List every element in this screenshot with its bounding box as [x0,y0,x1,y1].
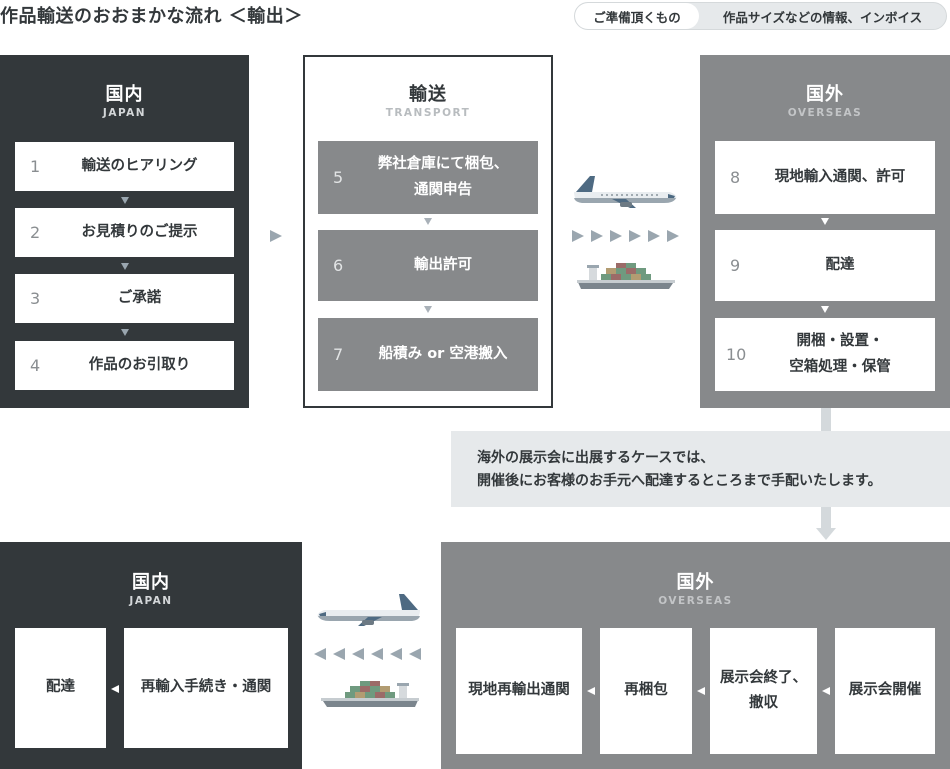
step-reexport-customs: 現地再輸出通関 [456,628,582,754]
right-arrow-icon [572,230,584,242]
transport-panel: 輸送 TRANSPORT 5 弊社倉庫にて梱包、通関申告 6 輸出許可 7 船積… [303,55,553,408]
cargo-ship-icon [317,680,421,710]
step-number: 1 [30,153,40,181]
step-reimport: 再輸入手続き・通関 [124,628,288,748]
right-arrow-icon [648,230,660,242]
panel-subheading: OVERSEAS [700,107,950,119]
step-exhibition-open: 展示会開催 [835,628,935,754]
legend: ご準備頂くもの 作品サイズなどの情報、インボイス [574,2,947,30]
step-8: 8 現地輸入通関、許可 [715,141,935,214]
down-arrow-icon [821,306,829,313]
step-label: 開梱・設置・空箱処理・保管 [755,329,925,380]
step-label: 現地輸入通関、許可 [755,165,925,190]
left-arrow-icon [371,648,383,660]
right-arrow-icon [270,230,282,242]
step-label: 展示会終了、撤収 [720,666,807,717]
step-label: 船積み or 空港搬入 [358,342,528,367]
top-overseas-panel: 国外 OVERSEAS 8 現地輸入通関、許可 9 配達 10 開梱・設置・空箱… [700,55,950,408]
step-label: 輸送のヒアリング [55,154,224,179]
panel-subheading: JAPAN [0,107,249,119]
top-domestic-panel: 国内 JAPAN 1 輸送のヒアリング 2 お見積りのご提示 3 ご承諾 4 作… [0,55,249,408]
left-arrow-icon [390,648,402,660]
step-10: 10 開梱・設置・空箱処理・保管 [715,318,935,391]
airplane-icon [572,172,680,212]
down-arrow-icon [121,329,129,336]
left-arrow-icon [587,687,595,695]
legend-prepare-detail: 作品サイズなどの情報、インボイス [699,7,946,26]
step-label: お見積りのご提示 [55,220,224,245]
bottom-overseas-panel: 国外 OVERSEAS 現地再輸出通関 再梱包 展示会終了、撤収 展示会開催 [441,542,950,769]
step-number: 3 [30,285,40,313]
panel-heading: 国内 [0,568,302,594]
note-line-1: 海外の展示会に出展するケースでは、 [477,447,950,470]
down-arrow-icon [121,197,129,204]
step-7: 7 船積み or 空港搬入 [318,318,538,391]
panel-heading: 国外 [441,568,950,594]
down-arrow-icon [821,218,829,225]
step-label: 弊社倉庫にて梱包、通関申告 [358,152,528,203]
step-5: 5 弊社倉庫にて梱包、通関申告 [318,141,538,214]
step-number: 5 [333,164,343,192]
down-arrow-icon [424,306,432,313]
step-1: 1 輸送のヒアリング [15,142,234,191]
connector-line [821,507,831,528]
left-arrow-icon [409,648,421,660]
step-number: 4 [30,352,40,380]
panel-heading: 国外 [700,80,950,106]
step-number: 2 [30,219,40,247]
right-arrow-icon [629,230,641,242]
connector-line [821,408,831,431]
right-arrow-icon [591,230,603,242]
bottom-domestic-panel: 国内 JAPAN 配達 再輸入手続き・通関 [0,542,302,769]
step-number: 7 [333,341,343,369]
panel-subheading: JAPAN [0,595,302,607]
left-arrow-icon [822,687,830,695]
step-number: 10 [726,341,746,369]
step-repack: 再梱包 [600,628,692,754]
cargo-ship-icon [575,262,679,292]
left-arrow-icon [314,648,326,660]
down-arrow-icon [816,528,836,540]
step-label: ご承諾 [55,286,224,311]
left-arrow-icon [111,685,119,693]
step-exhibition-end: 展示会終了、撤収 [710,628,817,754]
page-title: 作品輸送のおおまかな流れ ＜輸出＞ [0,2,303,28]
panel-subheading: TRANSPORT [305,107,551,119]
step-6: 6 輸出許可 [318,230,538,301]
step-number: 9 [730,252,740,280]
step-3: 3 ご承諾 [15,274,234,323]
step-2: 2 お見積りのご提示 [15,208,234,257]
right-arrow-icon [610,230,622,242]
note-box: 海外の展示会に出展するケースでは、 開催後にお客様のお手元へ配達するところまで手… [451,431,950,507]
left-arrow-icon [352,648,364,660]
direction-arrows [572,230,684,242]
step-label: 配達 [755,253,925,278]
panel-heading: 国内 [0,80,249,106]
step-label: 輸出許可 [358,253,528,278]
step-label: 作品のお引取り [55,353,224,378]
step-4: 4 作品のお引取り [15,341,234,390]
down-arrow-icon [424,218,432,225]
left-arrow-icon [333,648,345,660]
airplane-icon [314,590,422,630]
panel-heading: 輸送 [305,80,551,106]
step-number: 6 [333,252,343,280]
left-arrow-icon [697,687,705,695]
direction-arrows [314,648,426,660]
step-number: 8 [730,164,740,192]
panel-subheading: OVERSEAS [441,595,950,607]
right-arrow-icon [667,230,679,242]
step-9: 9 配達 [715,230,935,301]
note-line-2: 開催後にお客様のお手元へ配達するところまで手配いたします。 [477,470,950,493]
down-arrow-icon [121,263,129,270]
legend-prepare-label: ご準備頂くもの [575,3,699,29]
step-delivery: 配達 [15,628,106,748]
